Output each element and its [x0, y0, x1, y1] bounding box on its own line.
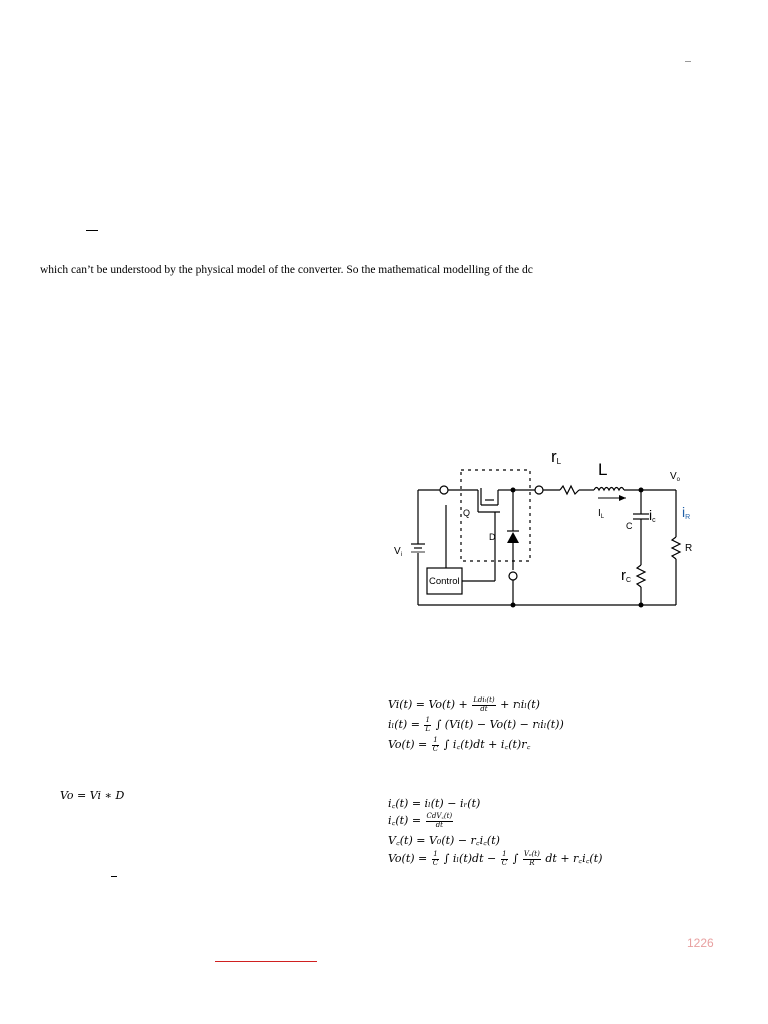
label-ir: iR	[682, 504, 690, 521]
label-q: Q	[463, 508, 470, 518]
label-control: Control	[429, 576, 460, 587]
page-number: 1226	[687, 936, 714, 950]
label-rc: rC	[621, 567, 631, 584]
equation-ic-diff: i꜀(t) = iₗ(t) − iᵣ(t)	[388, 797, 481, 810]
red-rule	[215, 961, 317, 962]
buck-converter-circuit: rL L Vo Q D IL C ic iR R Vi Control rC	[394, 447, 692, 608]
top-right-dash	[685, 61, 691, 62]
label-vo: Vo	[670, 471, 681, 483]
equation-vc: V꜀(t) = V₀(t) − r꜀i꜀(t)	[388, 834, 500, 847]
label-il: IL	[598, 508, 605, 520]
label-ic: ic	[649, 507, 656, 524]
equation-ic-deriv: i꜀(t) = CdV꜀(t)dt	[388, 812, 454, 829]
label-rl: rL	[551, 447, 562, 466]
label-r: R	[685, 543, 692, 554]
label-l: L	[598, 460, 607, 479]
equation-vo-duty: Vo = Vi ∗ D	[60, 789, 125, 802]
label-vi: Vi	[394, 546, 402, 558]
body-text-line: which can’t be understood by the physica…	[40, 264, 533, 276]
fraction-bar-mark	[86, 230, 98, 231]
label-d: D	[489, 532, 496, 542]
fraction-bar-mark-2	[111, 876, 117, 877]
label-c: C	[626, 521, 633, 531]
equation-vi: Vi(t) = Vo(t) + Ldiₗ(t)dt + rₗiₗ(t)	[388, 696, 540, 713]
